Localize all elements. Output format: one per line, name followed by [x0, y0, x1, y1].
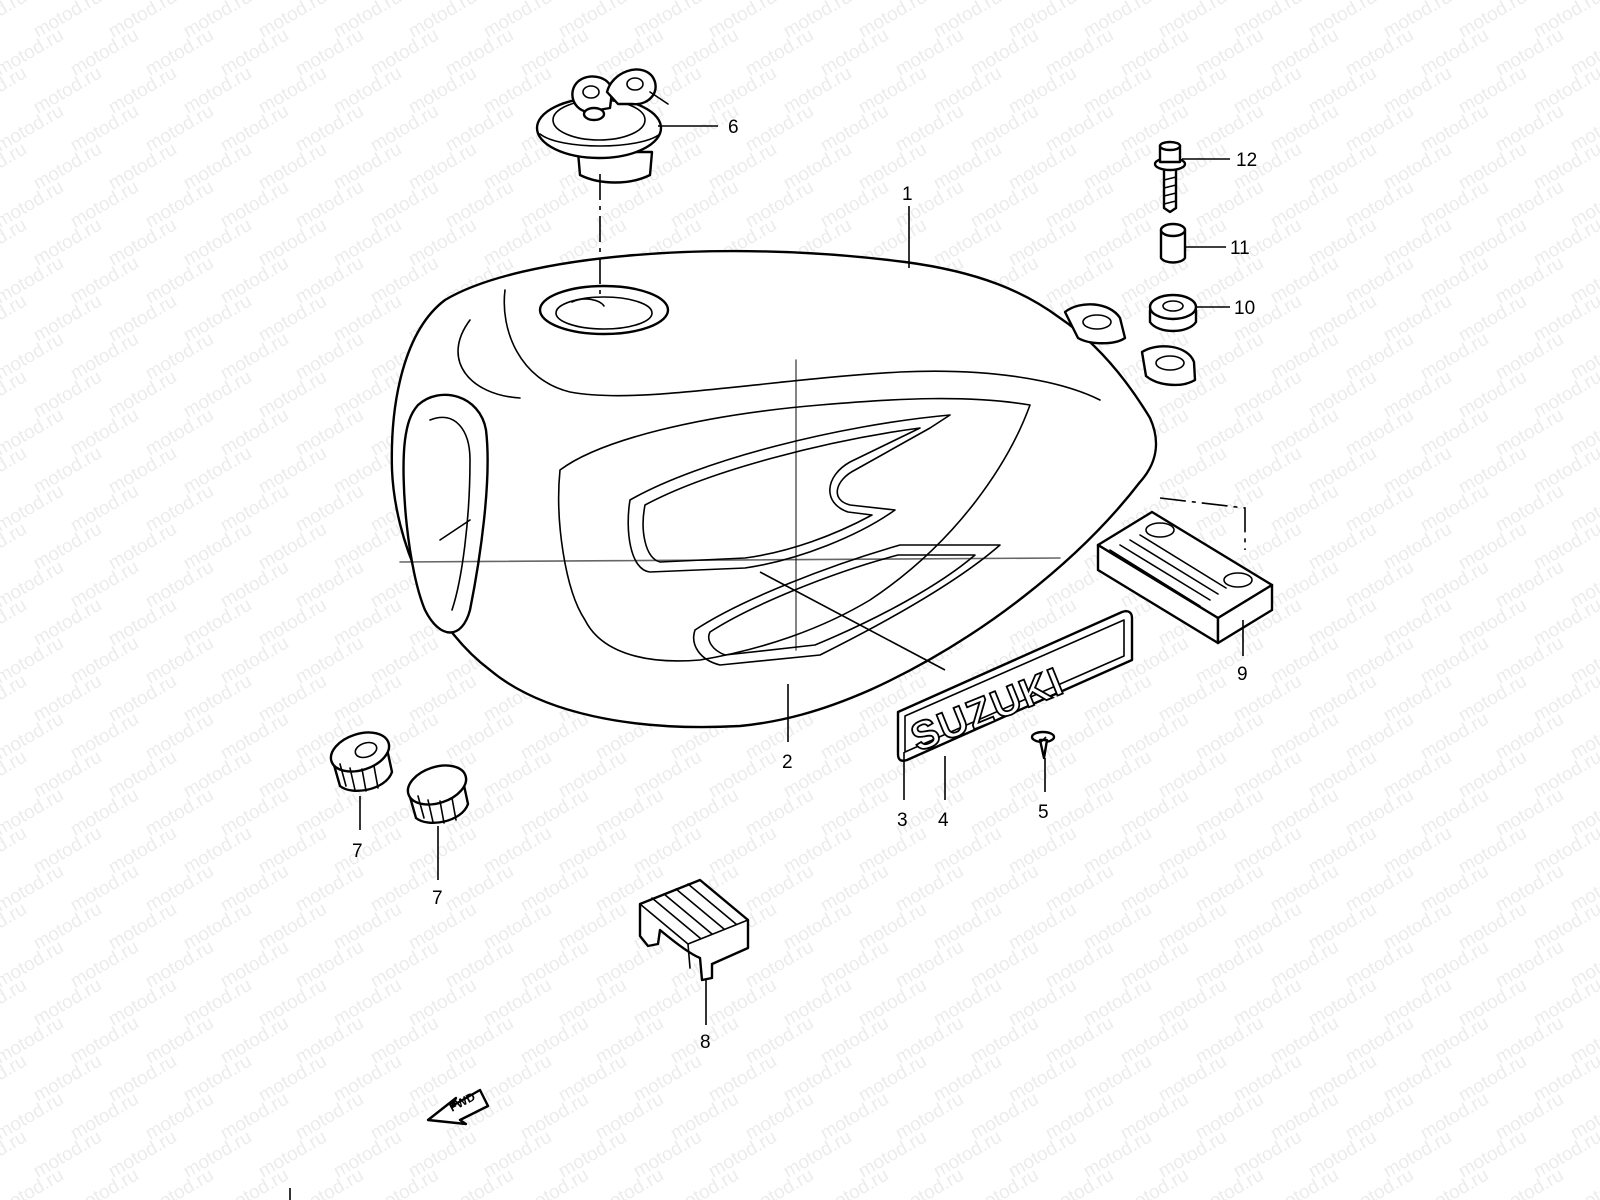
callout-12: 12: [1236, 150, 1257, 171]
emblem-base[interactable]: [896, 610, 1134, 762]
watermark-text: motod.ru: [0, 139, 30, 195]
watermark-text: motod.ru: [592, 1165, 667, 1200]
callout-7a: 7: [352, 841, 363, 862]
watermark-text: motod.ru: [1342, 1165, 1417, 1200]
watermark-text: motod.ru: [1192, 1165, 1267, 1200]
callout-4: 4: [938, 810, 949, 831]
callout-6: 6: [728, 117, 739, 138]
watermark-text: motod.ru: [0, 0, 30, 42]
watermark-text: motod.ru: [0, 899, 30, 955]
bolt[interactable]: [1153, 140, 1187, 214]
fuel-cap[interactable]: [535, 68, 669, 184]
watermark-text: motod.ru: [1417, 1165, 1492, 1200]
watermark-text: motod.ru: [142, 1165, 217, 1200]
watermark-text: motod.ru: [1117, 1165, 1192, 1200]
watermark-text: motod.ru: [742, 1165, 817, 1200]
leader-lines: [289, 125, 1246, 1200]
watermark-text: motod.ru: [1042, 1165, 1117, 1200]
watermark-text: motod.ru: [67, 1165, 142, 1200]
watermark-text: motod.ru: [817, 1165, 892, 1200]
watermark-text: motod.ru: [0, 443, 30, 499]
callout-5: 5: [1038, 802, 1049, 823]
callout-8: 8: [700, 1032, 711, 1053]
watermark-text: motod.ru: [0, 595, 30, 651]
watermark-text: motod.ru: [0, 671, 30, 727]
screw[interactable]: [1030, 730, 1056, 760]
watermark-text: motod.ru: [0, 519, 30, 575]
watermark-text: motod.ru: [892, 1165, 967, 1200]
callout-labels: 1 2 3 4 5 6 7 7 8 9 10 11 12: [352, 117, 1257, 1053]
watermark-text: motod.ru: [517, 1165, 592, 1200]
watermark-text: motod.ru: [1492, 1165, 1567, 1200]
watermark-text: motod.ru: [0, 823, 30, 879]
watermark-text: motod.ru: [292, 1165, 367, 1200]
watermark-text: motod.ru: [0, 291, 30, 347]
watermark-text: motod.ru: [0, 367, 30, 423]
watermark-text: motod.ru: [0, 215, 30, 271]
callout-11: 11: [1230, 238, 1250, 259]
watermark-text: motod.ru: [442, 1165, 517, 1200]
collar[interactable]: [1159, 222, 1187, 264]
watermark-text: motod.ru: [0, 1051, 30, 1107]
watermark-text: motod.ru: [967, 1165, 1042, 1200]
watermark-text: motod.ru: [0, 747, 30, 803]
grommet[interactable]: [1148, 293, 1198, 333]
callout-1: 1: [902, 184, 913, 205]
watermark-text: motod.ru: [1267, 1165, 1342, 1200]
callout-3: 3: [897, 810, 908, 831]
watermark-text: motod.ru: [1567, 1165, 1600, 1200]
damper-b[interactable]: [403, 759, 471, 825]
damper-a[interactable]: [326, 726, 394, 793]
callout-7b: 7: [432, 888, 443, 909]
watermark-text: motod.ru: [0, 1127, 30, 1183]
fuel-tank[interactable]: [390, 249, 1197, 729]
tank-mount-cushion[interactable]: [1096, 510, 1274, 645]
watermark-text: motod.ru: [667, 1165, 742, 1200]
cushion-clip[interactable]: [638, 878, 750, 982]
callout-10: 10: [1234, 298, 1255, 319]
callout-2: 2: [782, 752, 793, 773]
callout-9: 9: [1237, 664, 1248, 685]
watermark-text: motod.ru: [367, 1165, 442, 1200]
watermark-text: motod.ru: [0, 975, 30, 1031]
watermark-text: motod.ru: [0, 63, 30, 119]
watermark-text: motod.ru: [217, 1165, 292, 1200]
